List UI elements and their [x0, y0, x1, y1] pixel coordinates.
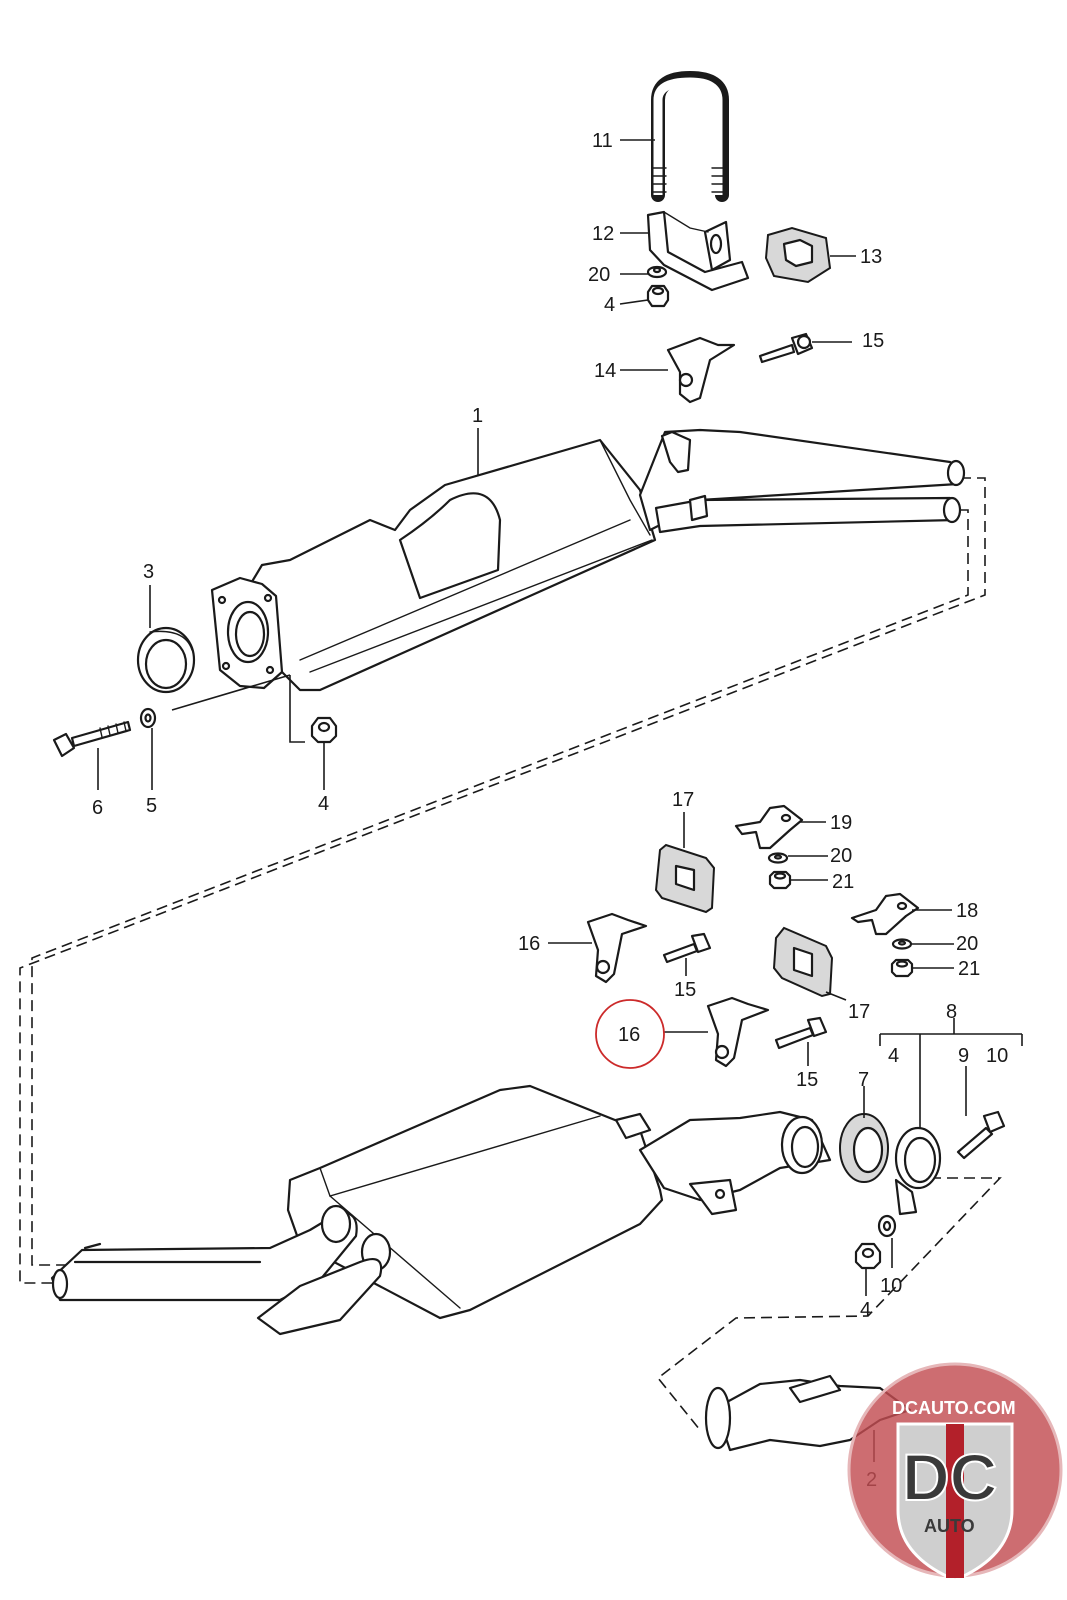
watermark-logo-subtext: AUTO	[924, 1516, 975, 1536]
nut-top	[646, 284, 670, 308]
nut-lower-4	[854, 1242, 882, 1270]
hanger-19	[734, 804, 804, 850]
label-part-8: 8	[946, 1001, 957, 1023]
label-part-20-right: 20	[956, 933, 978, 955]
hanger-18	[850, 892, 920, 936]
nut-left-4	[310, 716, 338, 744]
rubber-mount-13	[764, 226, 832, 284]
bolt-15-lower	[774, 1016, 828, 1050]
label-part-20-mid: 20	[830, 845, 852, 867]
highlight-part-16: 16	[595, 999, 665, 1069]
label-part-20-top: 20	[588, 264, 610, 286]
label-part-13: 13	[860, 246, 882, 268]
label-part-4-group: 4	[888, 1045, 899, 1067]
callout-leader-lines	[97, 139, 1023, 1462]
bolt-6	[52, 720, 132, 758]
watermark-logo-letters: DC	[902, 1440, 997, 1514]
washer-5	[139, 707, 157, 729]
rubber-mount-17-right	[772, 926, 834, 998]
u-bolt	[651, 71, 729, 202]
callout-labels: 11 12 20 4 13 14 15 1 3 6 5 4 17 19 20 2…	[92, 130, 1008, 1491]
dcauto-watermark-logo: DCAUTO.COM DC AUTO	[847, 1362, 1063, 1582]
nut-21-mid	[768, 870, 792, 890]
front-muffler-pipe	[213, 428, 966, 692]
washer-10	[877, 1214, 897, 1238]
label-part-7: 7	[858, 1069, 869, 1091]
rear-muffler	[50, 1084, 832, 1336]
nut-21-right	[890, 958, 914, 978]
hanger-bracket-14	[666, 336, 736, 404]
bolt-9	[956, 1110, 1006, 1160]
label-part-15-lower: 15	[796, 1069, 818, 1091]
label-part-4-left: 4	[318, 793, 329, 815]
label-part-3: 3	[143, 561, 154, 583]
washer-top	[646, 265, 668, 279]
label-part-4-lower: 4	[860, 1299, 871, 1321]
label-part-15-upper: 15	[674, 979, 696, 1001]
gasket-7	[839, 1113, 889, 1183]
bolt-top-15	[758, 332, 814, 364]
hanger-bracket-16-lower	[706, 996, 770, 1068]
label-part-16-highlighted: 16	[618, 1024, 640, 1046]
label-part-10-group: 10	[986, 1045, 1008, 1067]
label-part-16-upper: 16	[518, 933, 540, 955]
washer-20-right	[891, 938, 913, 950]
washer-20-mid	[767, 852, 789, 864]
label-part-1: 1	[472, 405, 483, 427]
label-part-5: 5	[146, 795, 157, 817]
label-part-6: 6	[92, 797, 103, 819]
label-part-14: 14	[594, 360, 616, 382]
label-part-21-mid: 21	[832, 871, 854, 893]
label-part-19: 19	[830, 812, 852, 834]
gasket-ring-3	[136, 626, 196, 694]
inlet-flange	[210, 576, 284, 690]
leader-line-nut-left	[171, 674, 305, 743]
assembly-dashed-outline	[19, 477, 1002, 1431]
rubber-mount-17-top	[654, 843, 716, 914]
label-part-12: 12	[592, 223, 614, 245]
label-part-21-right: 21	[958, 958, 980, 980]
watermark-url: DCAUTO.COM	[892, 1398, 1016, 1418]
label-part-9: 9	[958, 1045, 969, 1067]
label-part-17-right: 17	[848, 1001, 870, 1023]
label-part-4-top: 4	[604, 294, 615, 316]
label-part-17-top: 17	[672, 789, 694, 811]
label-part-15-top: 15	[862, 330, 884, 352]
label-part-10-lower: 10	[880, 1275, 902, 1297]
clamp-bracket	[646, 210, 750, 292]
clamp-ring	[894, 1126, 942, 1216]
label-part-18: 18	[956, 900, 978, 922]
label-part-11: 11	[592, 130, 613, 152]
tailpipe-2	[704, 1374, 912, 1452]
bolt-15-upper	[662, 932, 712, 964]
hanger-bracket-16-upper	[586, 912, 648, 984]
